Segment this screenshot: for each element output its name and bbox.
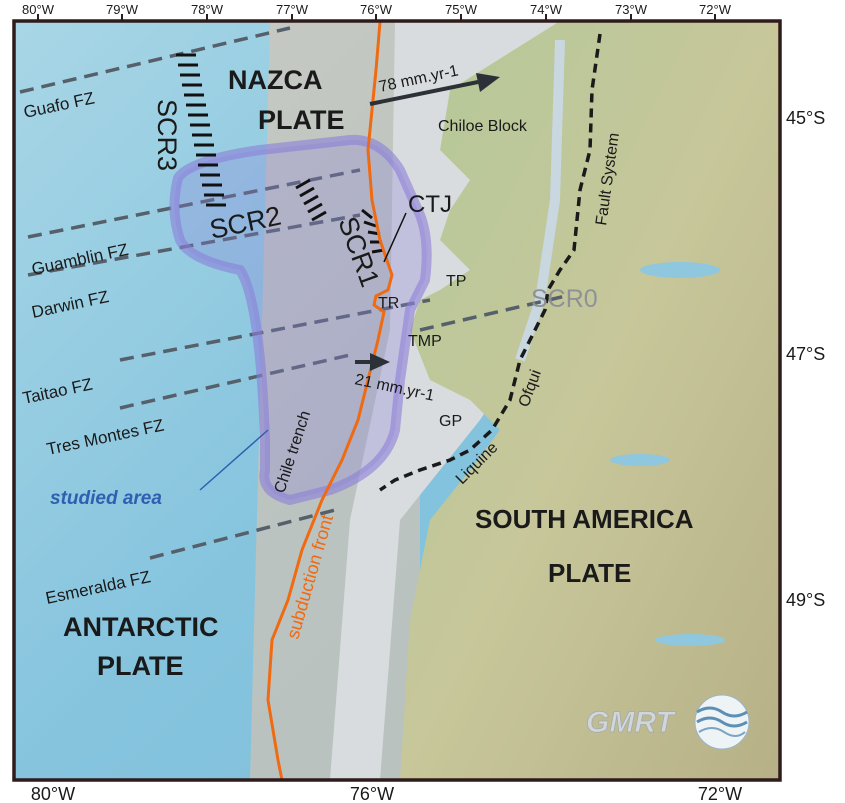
ctj-leader [383,212,407,263]
tick-right-1: 45°S [786,108,825,128]
gp-label: GP [439,413,462,430]
tmp-label: TMP [408,333,442,350]
tick-top-2: 79°W [106,2,139,17]
tick-top-1: 80°W [22,2,55,17]
tick-top-5: 76°W [360,2,393,17]
tick-bottom-2: 76°W [350,784,394,803]
tick-right-2: 47°S [786,344,825,364]
fracture-zone-lines [19,26,571,560]
map-area [14,21,780,780]
lake [610,454,670,466]
south-america-label-1: SOUTH AMERICA [475,504,694,534]
tick-right-3: 49°S [786,590,825,610]
ridge-scr2-ticks [295,178,327,222]
ridge-segments [176,53,385,254]
scr3-label: SCR3 [152,99,182,171]
studied-area-leader [199,429,269,491]
top-axis: 80°W 79°W 78°W 77°W 76°W 75°W 74°W 73°W … [22,2,732,17]
nazca-label-2: PLATE [258,105,345,135]
fjord-channel [515,39,565,362]
fault-system-line [379,33,602,492]
plate-labels: NAZCA PLATE SOUTH AMERICA PLATE ANTARCTI… [63,65,694,681]
studied-area-outline [169,134,432,506]
tick-top-3: 78°W [191,2,224,17]
gmrt-logo-text: GMRT [586,706,676,739]
subduction-front-line [266,21,394,781]
south-america-label-2: PLATE [548,558,631,588]
tick-top-8: 73°W [615,2,648,17]
tick-bottom-3: 72°W [698,784,742,803]
right-axis: 45°S 47°S 49°S [786,108,825,610]
tick-top-4: 77°W [276,2,309,17]
tick-top-9: 72°W [699,2,732,17]
gmrt-logo: GMRT [586,694,750,750]
lake [640,262,720,278]
velocity-arrows [355,73,500,371]
ridge-scr3-ticks [176,53,226,207]
land [400,21,780,780]
antarctic-label-1: ANTARCTIC [63,612,218,642]
tick-top-6: 75°W [445,2,478,17]
studied-area-label: studied area [50,488,162,509]
tick-top-7: 74°W [530,2,563,17]
chiloe-block-label: Chiloe Block [438,118,528,135]
tr-label: TR [378,295,399,312]
tp-label: TP [446,273,466,290]
bottom-axis: 80°W 76°W 72°W [31,784,742,803]
lake [655,634,725,646]
antarctic-label-2: PLATE [97,651,184,681]
map-frame [12,19,782,782]
ctj-label: CTJ [408,191,452,218]
nazca-label-1: NAZCA [228,65,323,95]
tick-bottom-1: 80°W [31,784,75,803]
scr0-label: SCR0 [531,285,598,313]
top-tick-marks [37,14,716,21]
